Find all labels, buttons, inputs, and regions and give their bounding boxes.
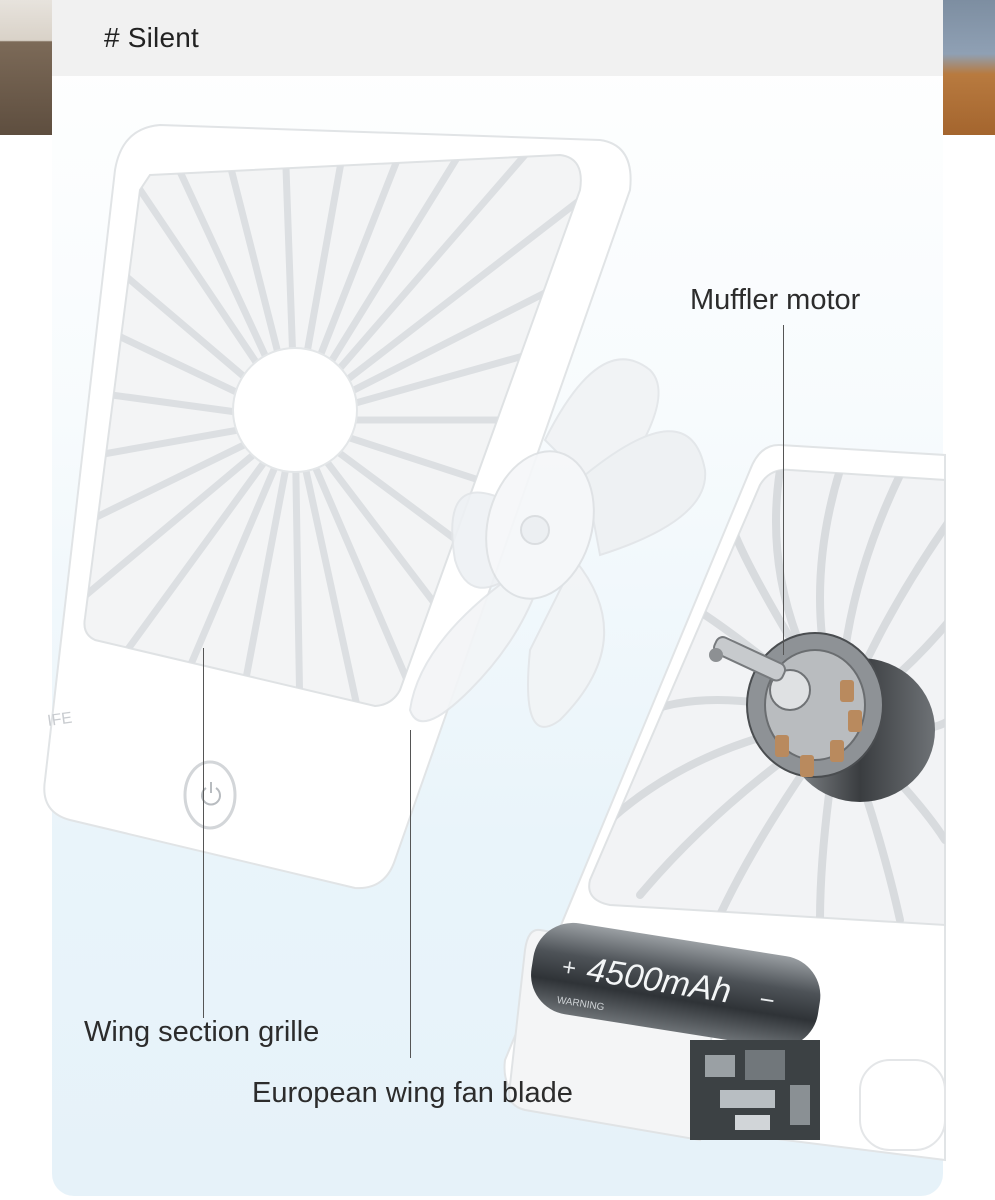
circuit-board <box>690 1040 820 1140</box>
section-title: # Silent <box>104 22 199 53</box>
motor-label: Muffler motor <box>690 284 861 316</box>
fan-blade <box>408 358 707 728</box>
brand-mark: IFE <box>46 710 73 730</box>
power-icon <box>201 782 221 806</box>
battery-minus: − <box>757 984 777 1016</box>
left-fan-body: IFE <box>43 123 632 890</box>
card-header: # Silent <box>52 0 943 76</box>
grille-label: Wing section grille <box>84 1016 320 1048</box>
blade-label: European wing fan blade <box>252 1077 573 1109</box>
grille-callout-line <box>203 648 204 1018</box>
background-photo-right <box>943 0 995 135</box>
power-button[interactable] <box>183 760 237 830</box>
battery-plus: + <box>560 953 578 982</box>
muffler-motor <box>709 632 935 802</box>
blade-callout-line <box>410 730 411 1058</box>
background-photo-left <box>0 0 52 135</box>
motor-callout-line <box>783 325 784 655</box>
battery: + 4500mAh − WARNING <box>508 922 821 1142</box>
